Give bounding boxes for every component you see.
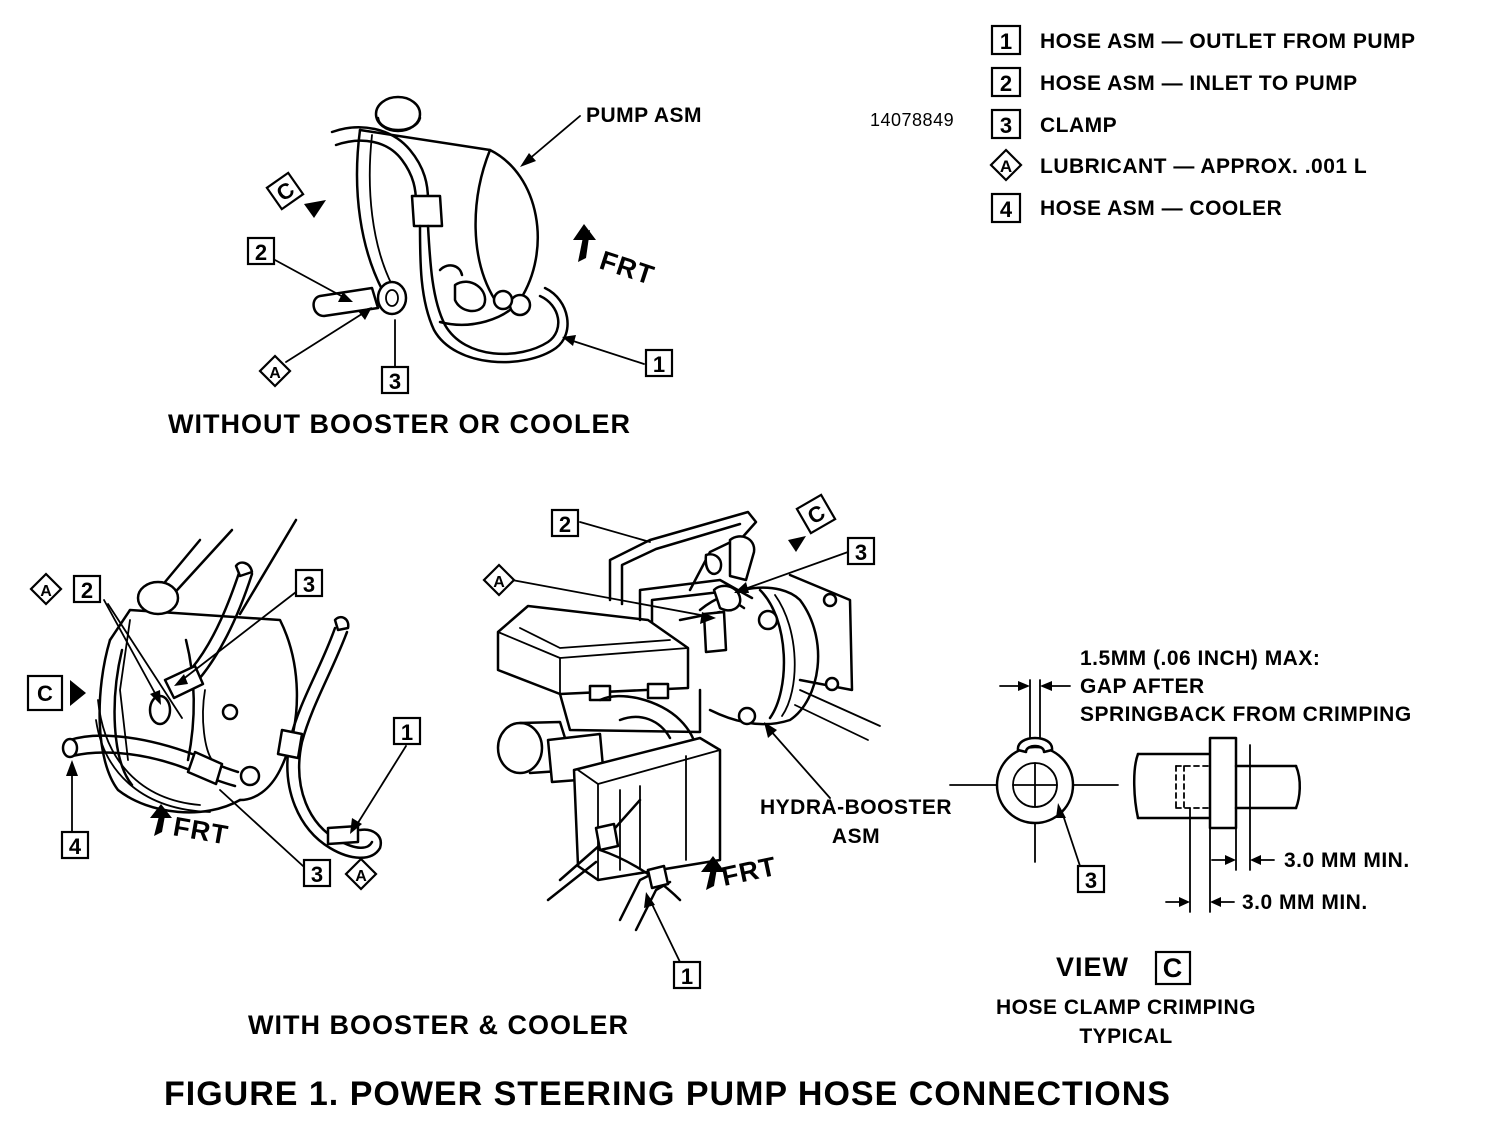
svg-text:3: 3 — [855, 540, 867, 565]
label-gap-after: GAP AFTER — [1080, 675, 1205, 698]
view-c-arrow-mid: C — [788, 493, 837, 552]
label-frt: FRT — [596, 245, 658, 291]
callout-2-bl: 2 — [72, 574, 102, 604]
legend-text: LUBRICANT — APPROX. .001 L — [1040, 155, 1367, 178]
heading-view: VIEW — [1056, 952, 1129, 982]
svg-text:2: 2 — [81, 578, 93, 603]
hydra-booster-drawing — [496, 510, 881, 963]
svg-text:3: 3 — [389, 369, 401, 394]
hose-clamp — [376, 280, 408, 316]
booster-clamp — [712, 584, 742, 612]
figure-caption: FIGURE 1. POWER STEERING PUMP HOSE CONNE… — [164, 1075, 1171, 1113]
callout-3-bl-upper: 3 — [294, 568, 324, 598]
legend-marker-square — [990, 24, 1022, 56]
svg-text:1: 1 — [681, 964, 693, 989]
label-min-1: 3.0 MM MIN. — [1284, 849, 1410, 872]
callout-a-bl-lower: A — [344, 857, 378, 891]
heading-with-booster: WITH BOOSTER & COOLER — [248, 1010, 629, 1040]
reservoir-cap — [136, 580, 180, 616]
callout-3-viewc: 3 — [1076, 864, 1106, 894]
front-arrow-top: FRT — [573, 224, 658, 291]
callout-3-top: 3 — [380, 365, 410, 395]
legend-item-4: 4 HOSE ASM — COOLER — [990, 192, 1282, 224]
svg-text:4: 4 — [69, 834, 82, 859]
front-arrow-mid: FRT — [701, 851, 780, 892]
label-gap-max: 1.5MM (.06 INCH) MAX: — [1080, 647, 1320, 670]
legend-item-1: 1 HOSE ASM — OUTLET FROM PUMP — [990, 24, 1416, 56]
clamp-side-view — [1208, 736, 1238, 830]
legend-marker-text: A — [1000, 157, 1012, 176]
legend-marker-diamond — [989, 148, 1023, 182]
label-springback: SPRINGBACK FROM CRIMPING — [1080, 703, 1412, 726]
legend-marker-text: 2 — [1000, 71, 1012, 96]
label-min-2: 3.0 MM MIN. — [1242, 891, 1368, 914]
view-marker: C — [1154, 950, 1192, 986]
svg-text:1: 1 — [653, 352, 665, 377]
legend-marker-text: 3 — [1000, 113, 1012, 138]
view-c-arrow-bl: C — [26, 674, 86, 712]
legend-text: HOSE ASM — INLET TO PUMP — [1040, 72, 1358, 95]
legend-text: CLAMP — [1040, 114, 1117, 137]
svg-text:1: 1 — [401, 720, 413, 745]
legend: 1 HOSE ASM — OUTLET FROM PUMP 2 HOSE ASM… — [989, 24, 1416, 224]
callout-a-mid: A — [482, 563, 516, 597]
pump-drawing-with-booster — [61, 518, 407, 867]
callout-a-top: A — [258, 354, 292, 388]
heading-without-booster: WITHOUT BOOSTER OR COOLER — [168, 409, 631, 439]
callout-1-top: 1 — [644, 348, 674, 378]
svg-text:FRT: FRT — [719, 851, 780, 892]
legend-item-3: 3 CLAMP — [990, 108, 1117, 140]
label-hydra-booster-asm: ASM — [832, 825, 880, 848]
view-c-detail — [949, 679, 1301, 913]
legend-marker-text: 4 — [1000, 197, 1013, 222]
svg-text:A: A — [269, 365, 281, 382]
svg-text:C: C — [1163, 953, 1184, 983]
svg-text:3: 3 — [1085, 868, 1097, 893]
label-pump-asm: PUMP ASM — [586, 104, 702, 127]
label-hydra-booster: HYDRA-BOOSTER — [760, 796, 952, 819]
legend-item-2: 2 HOSE ASM — INLET TO PUMP — [990, 66, 1358, 98]
callout-3-bl-lower: 3 — [302, 858, 332, 888]
legend-marker-square — [990, 192, 1022, 224]
label-hose-clamp-crimping: HOSE CLAMP CRIMPING — [996, 996, 1256, 1019]
callout-1-bl: 1 — [392, 716, 422, 746]
legend-text: HOSE ASM — COOLER — [1040, 197, 1282, 220]
master-cylinder-reservoir — [496, 604, 690, 696]
callout-2-top: 2 — [246, 236, 276, 266]
callout-4-bl: 4 — [60, 830, 90, 860]
callout-a-bl: A — [29, 572, 63, 606]
callout-2-mid: 2 — [550, 508, 580, 538]
svg-text:FRT: FRT — [171, 811, 231, 850]
svg-text:A: A — [355, 868, 367, 885]
svg-text:3: 3 — [311, 862, 323, 887]
svg-text:A: A — [493, 574, 505, 591]
legend-item-a: A LUBRICANT — APPROX. .001 L — [989, 148, 1367, 182]
label-typical: TYPICAL — [1079, 1025, 1172, 1048]
callout-3-mid: 3 — [846, 536, 876, 566]
legend-marker-text: 1 — [1000, 29, 1012, 54]
svg-text:2: 2 — [559, 512, 571, 537]
legend-marker-square — [990, 108, 1022, 140]
svg-text:C: C — [37, 681, 53, 706]
legend-text: HOSE ASM — OUTLET FROM PUMP — [1040, 30, 1416, 53]
hose-fitting — [410, 194, 444, 228]
svg-text:A: A — [40, 583, 52, 600]
svg-text:2: 2 — [255, 240, 267, 265]
view-c-arrow-top: C — [265, 171, 326, 218]
svg-text:3: 3 — [303, 572, 315, 597]
part-number: 14078849 — [870, 110, 954, 130]
callout-1-mid: 1 — [672, 960, 702, 990]
pump-drawing-without-booster — [274, 95, 645, 368]
legend-marker-square — [990, 66, 1022, 98]
